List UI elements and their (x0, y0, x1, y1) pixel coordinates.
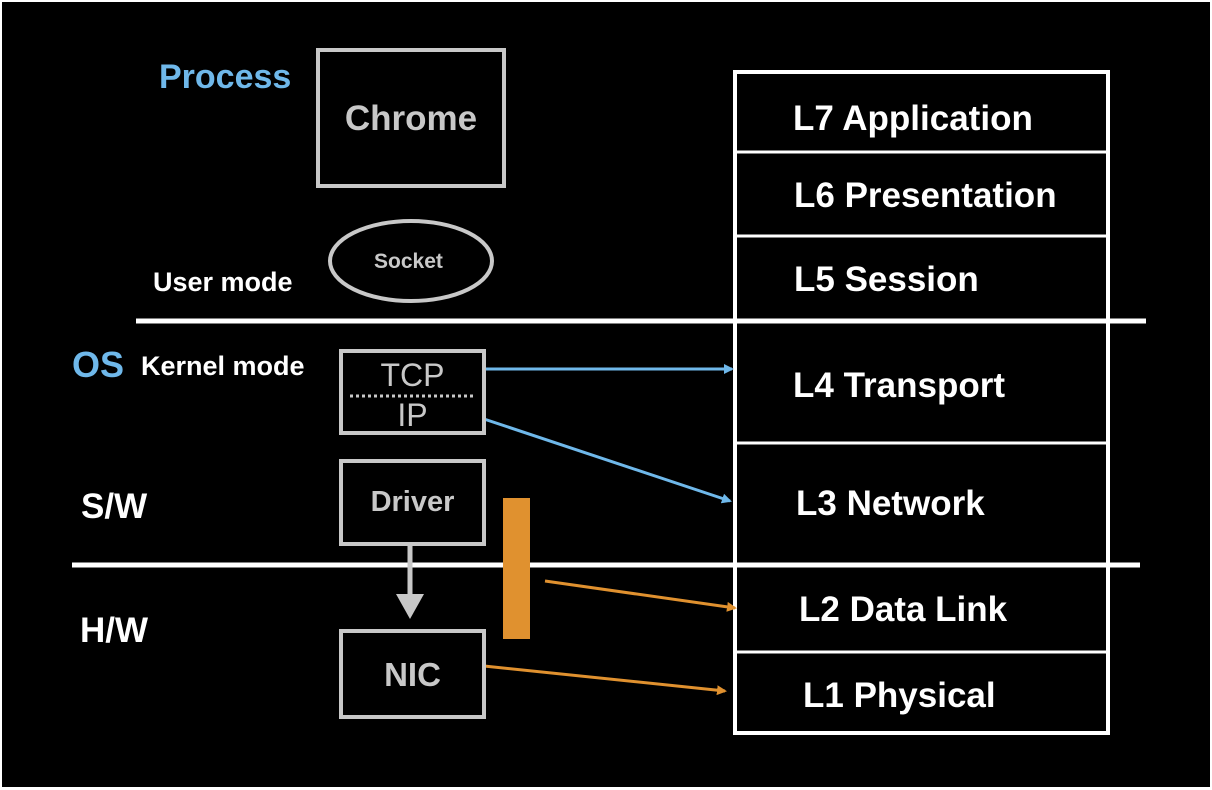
osi-stack-frame (733, 70, 1110, 735)
frame-marker (503, 498, 530, 639)
nic-to-physical-arrow (483, 664, 727, 696)
driver-nic-arrowhead (396, 594, 424, 619)
user-mode-label: User mode (153, 267, 293, 297)
nic-box: NIC (339, 629, 486, 719)
ip-to-network-arrow (483, 417, 732, 504)
osi-layer-5: L5 Session (794, 260, 979, 299)
software-label: S/W (81, 487, 148, 526)
osi-layer-3: L3 Network (796, 484, 985, 523)
socket-label: Socket (374, 250, 443, 273)
kernel-mode-label: Kernel mode (141, 351, 305, 381)
nic-label: NIC (384, 655, 441, 693)
hardware-label: H/W (80, 611, 149, 650)
osi-layer-1: L1 Physical (803, 676, 996, 715)
osi-layer-4: L4 Transport (793, 366, 1005, 405)
osi-layer-2: L2 Data Link (799, 590, 1008, 629)
socket-ellipse (328, 219, 494, 303)
chrome-label: Chrome (344, 98, 478, 138)
driver-label: Driver (370, 486, 455, 518)
osi-layer-7: L7 Application (793, 99, 1033, 138)
tcp-ip-box: TCP IP (339, 349, 486, 435)
process-label: Process (159, 58, 292, 96)
tcp-label: TCP (380, 357, 445, 393)
os-label: OS (72, 344, 125, 385)
driver-box: Driver (339, 459, 486, 546)
osi-layer-6: L6 Presentation (794, 176, 1057, 215)
chrome-box: Chrome (316, 48, 506, 188)
ip-label: IP (397, 397, 428, 433)
frame-to-datalink-arrow (544, 579, 737, 612)
